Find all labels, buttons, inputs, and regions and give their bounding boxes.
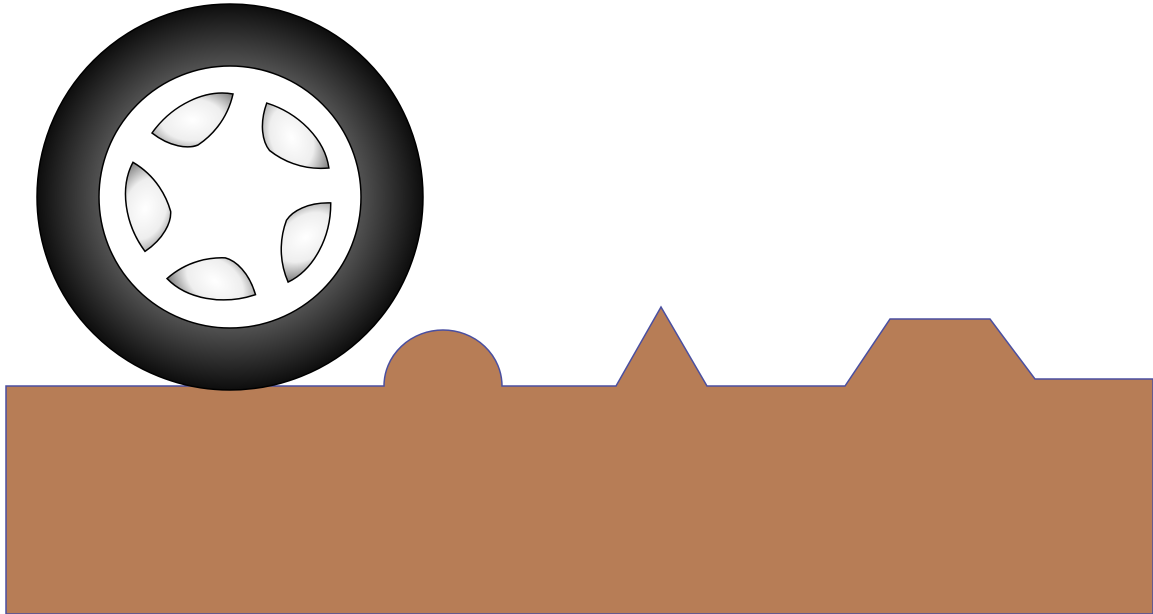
wheel (37, 4, 423, 390)
